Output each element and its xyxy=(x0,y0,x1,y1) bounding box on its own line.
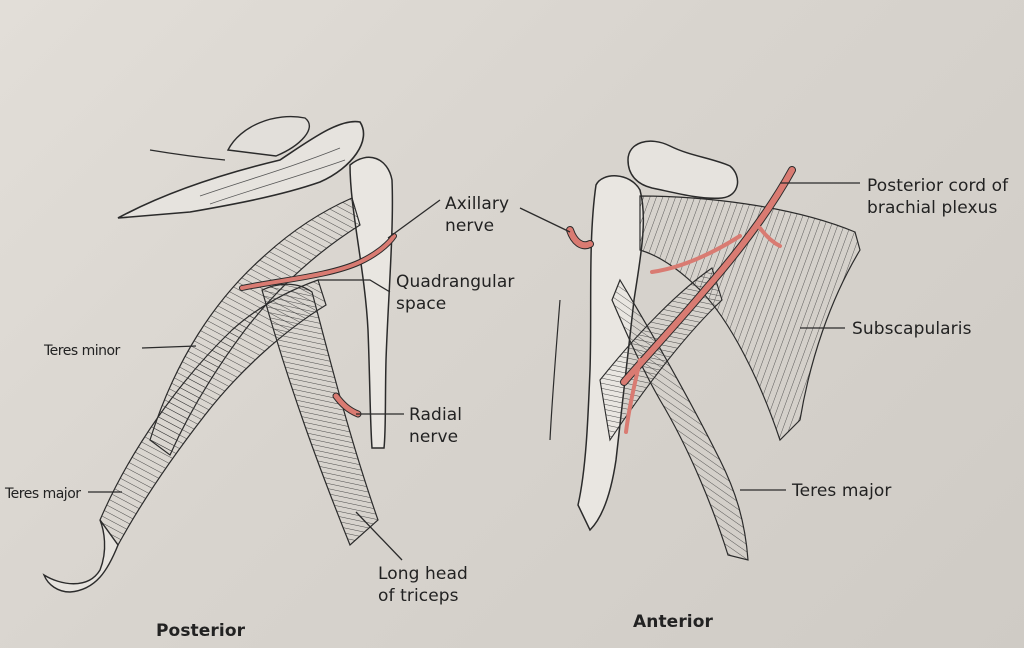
humerus xyxy=(349,156,394,449)
posterior-view xyxy=(42,116,441,593)
scapula-inferior-angle xyxy=(42,519,119,593)
anterior-side-branch xyxy=(758,226,782,248)
caption-anterior: Anterior xyxy=(633,612,713,632)
acromion xyxy=(226,116,311,157)
coracoid-process xyxy=(627,140,739,200)
anterior-view xyxy=(519,140,861,561)
label-radial-nerve: Radial nerve xyxy=(409,405,463,447)
label-long-head-triceps: Long head of triceps xyxy=(378,564,468,606)
label-teres-major-posterior: Teres major xyxy=(5,486,81,502)
label-subscapularis: Subscapularis xyxy=(852,319,972,339)
label-quadrangular-space: Quadrangular space xyxy=(396,272,515,314)
label-axillary-nerve-posterior: Axillary nerve xyxy=(445,194,510,236)
anterior-axillary-branch xyxy=(650,234,742,274)
scapula-spine xyxy=(117,120,365,219)
long-head-triceps-muscle xyxy=(261,283,379,547)
label-teres-major-anterior: Teres major xyxy=(792,481,892,501)
caption-posterior: Posterior xyxy=(156,621,246,641)
label-posterior-cord: Posterior cord of brachial plexus xyxy=(867,176,1009,218)
anterior-lower-branch xyxy=(624,358,642,434)
label-teres-minor: Teres minor xyxy=(44,343,120,359)
teres-major-muscle xyxy=(99,279,327,547)
